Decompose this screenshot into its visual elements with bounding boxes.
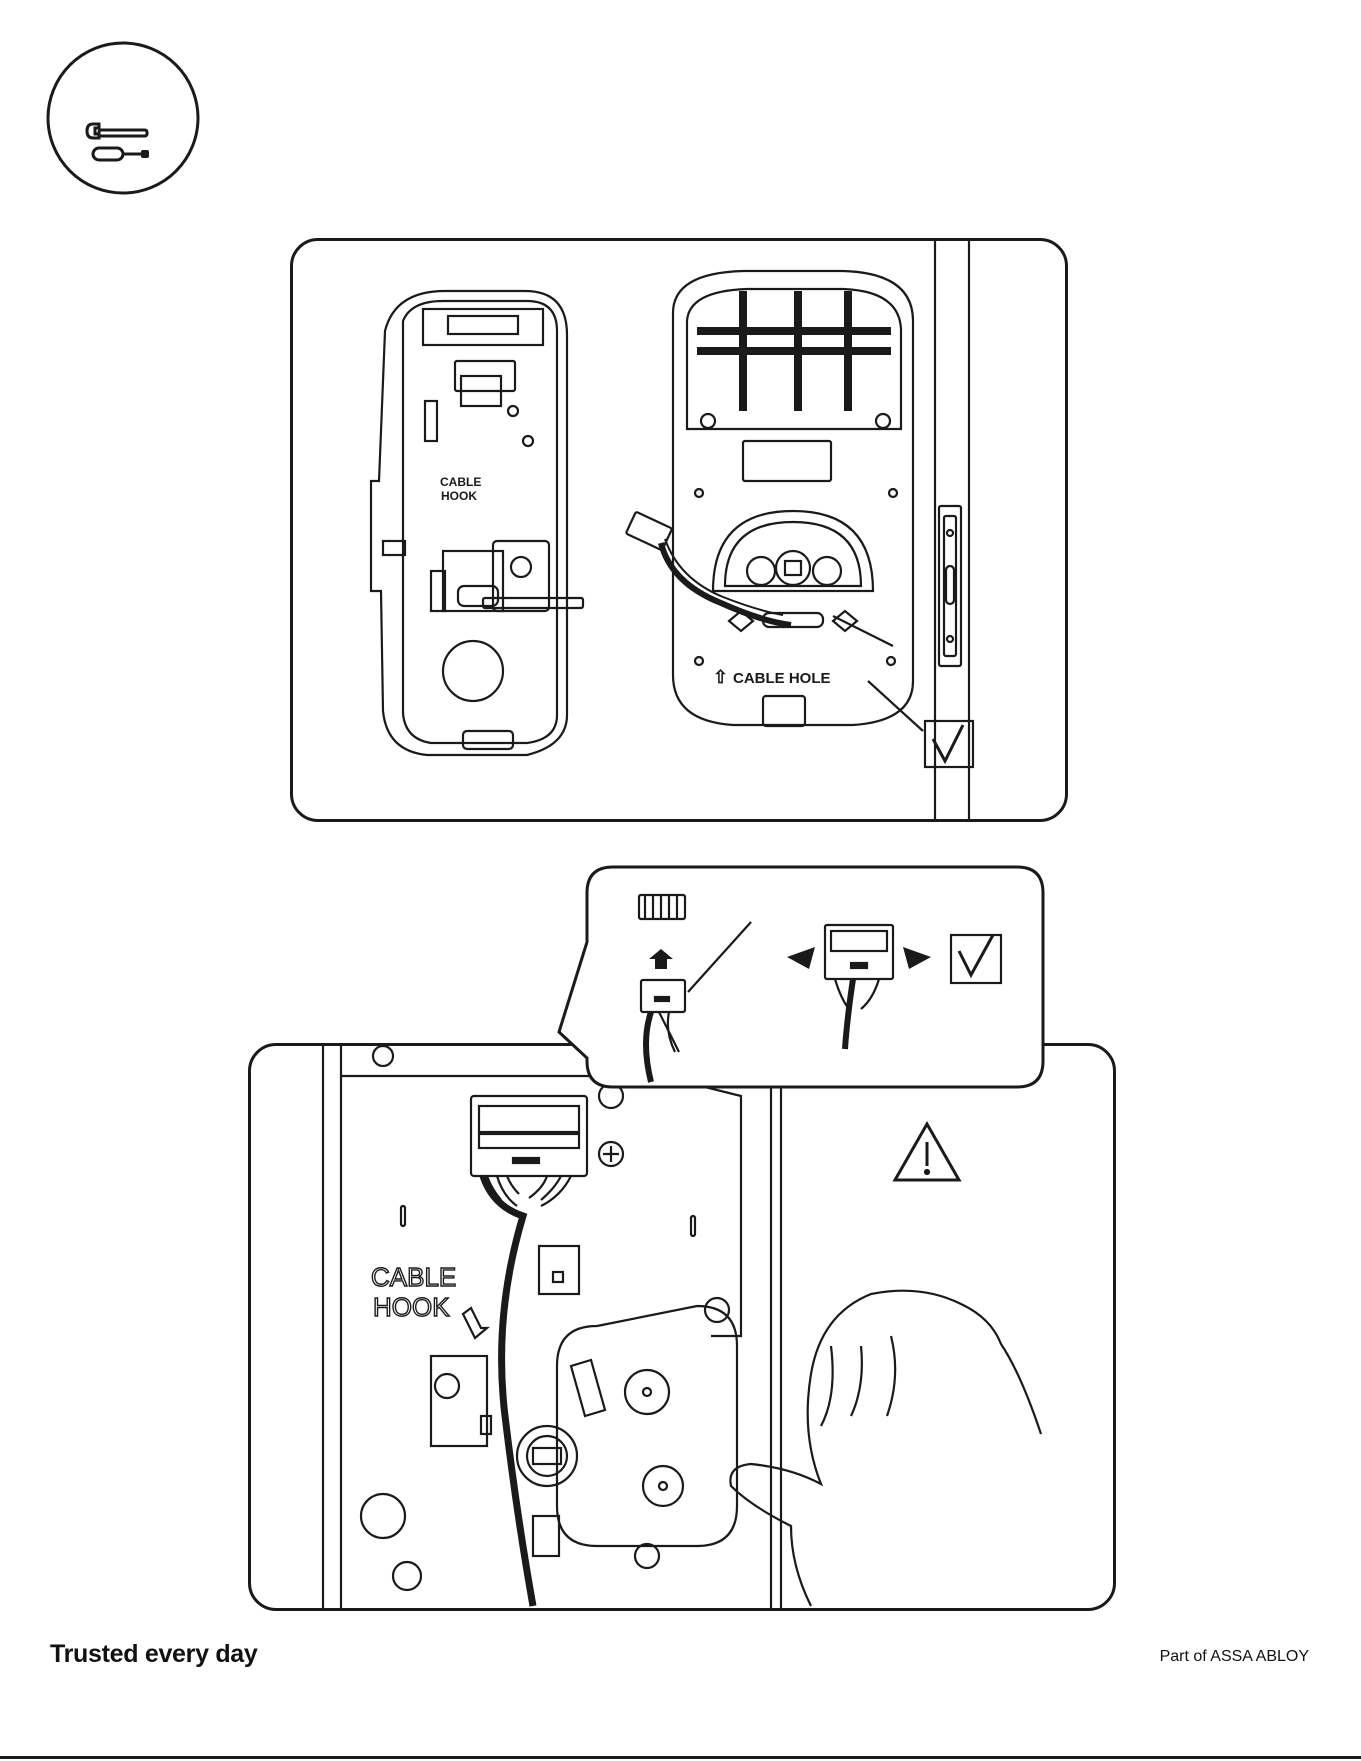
cable-hook-label-line1: CABLE — [371, 1262, 456, 1292]
lock-assembly-drawing: CABLE HOOK ⇧ CABLE HOLE — [293, 241, 1065, 819]
cable-hook-closeup-drawing: CABLE HOOK — [251, 1046, 1113, 1608]
bottom-divider — [0, 1756, 1361, 1759]
cable-hook-label-small: CABLE — [440, 475, 481, 489]
cable-hole-arrow: ⇧ — [713, 667, 728, 687]
tools-icon — [45, 40, 201, 196]
connector-orientation-callout — [555, 865, 1075, 1105]
step-illustration-cable-hole: CABLE HOOK ⇧ CABLE HOLE — [290, 238, 1068, 822]
cable-hole-label: CABLE HOLE — [733, 670, 831, 687]
footer-parent-company: Part of ASSA ABLOY — [1160, 1648, 1309, 1666]
step-illustration-cable-hook: CABLE HOOK — [248, 1043, 1116, 1611]
svg-text:HOOK: HOOK — [441, 489, 477, 503]
cable-hook-label-line2: HOOK — [373, 1292, 450, 1322]
footer-tagline: Trusted every day — [50, 1640, 258, 1669]
